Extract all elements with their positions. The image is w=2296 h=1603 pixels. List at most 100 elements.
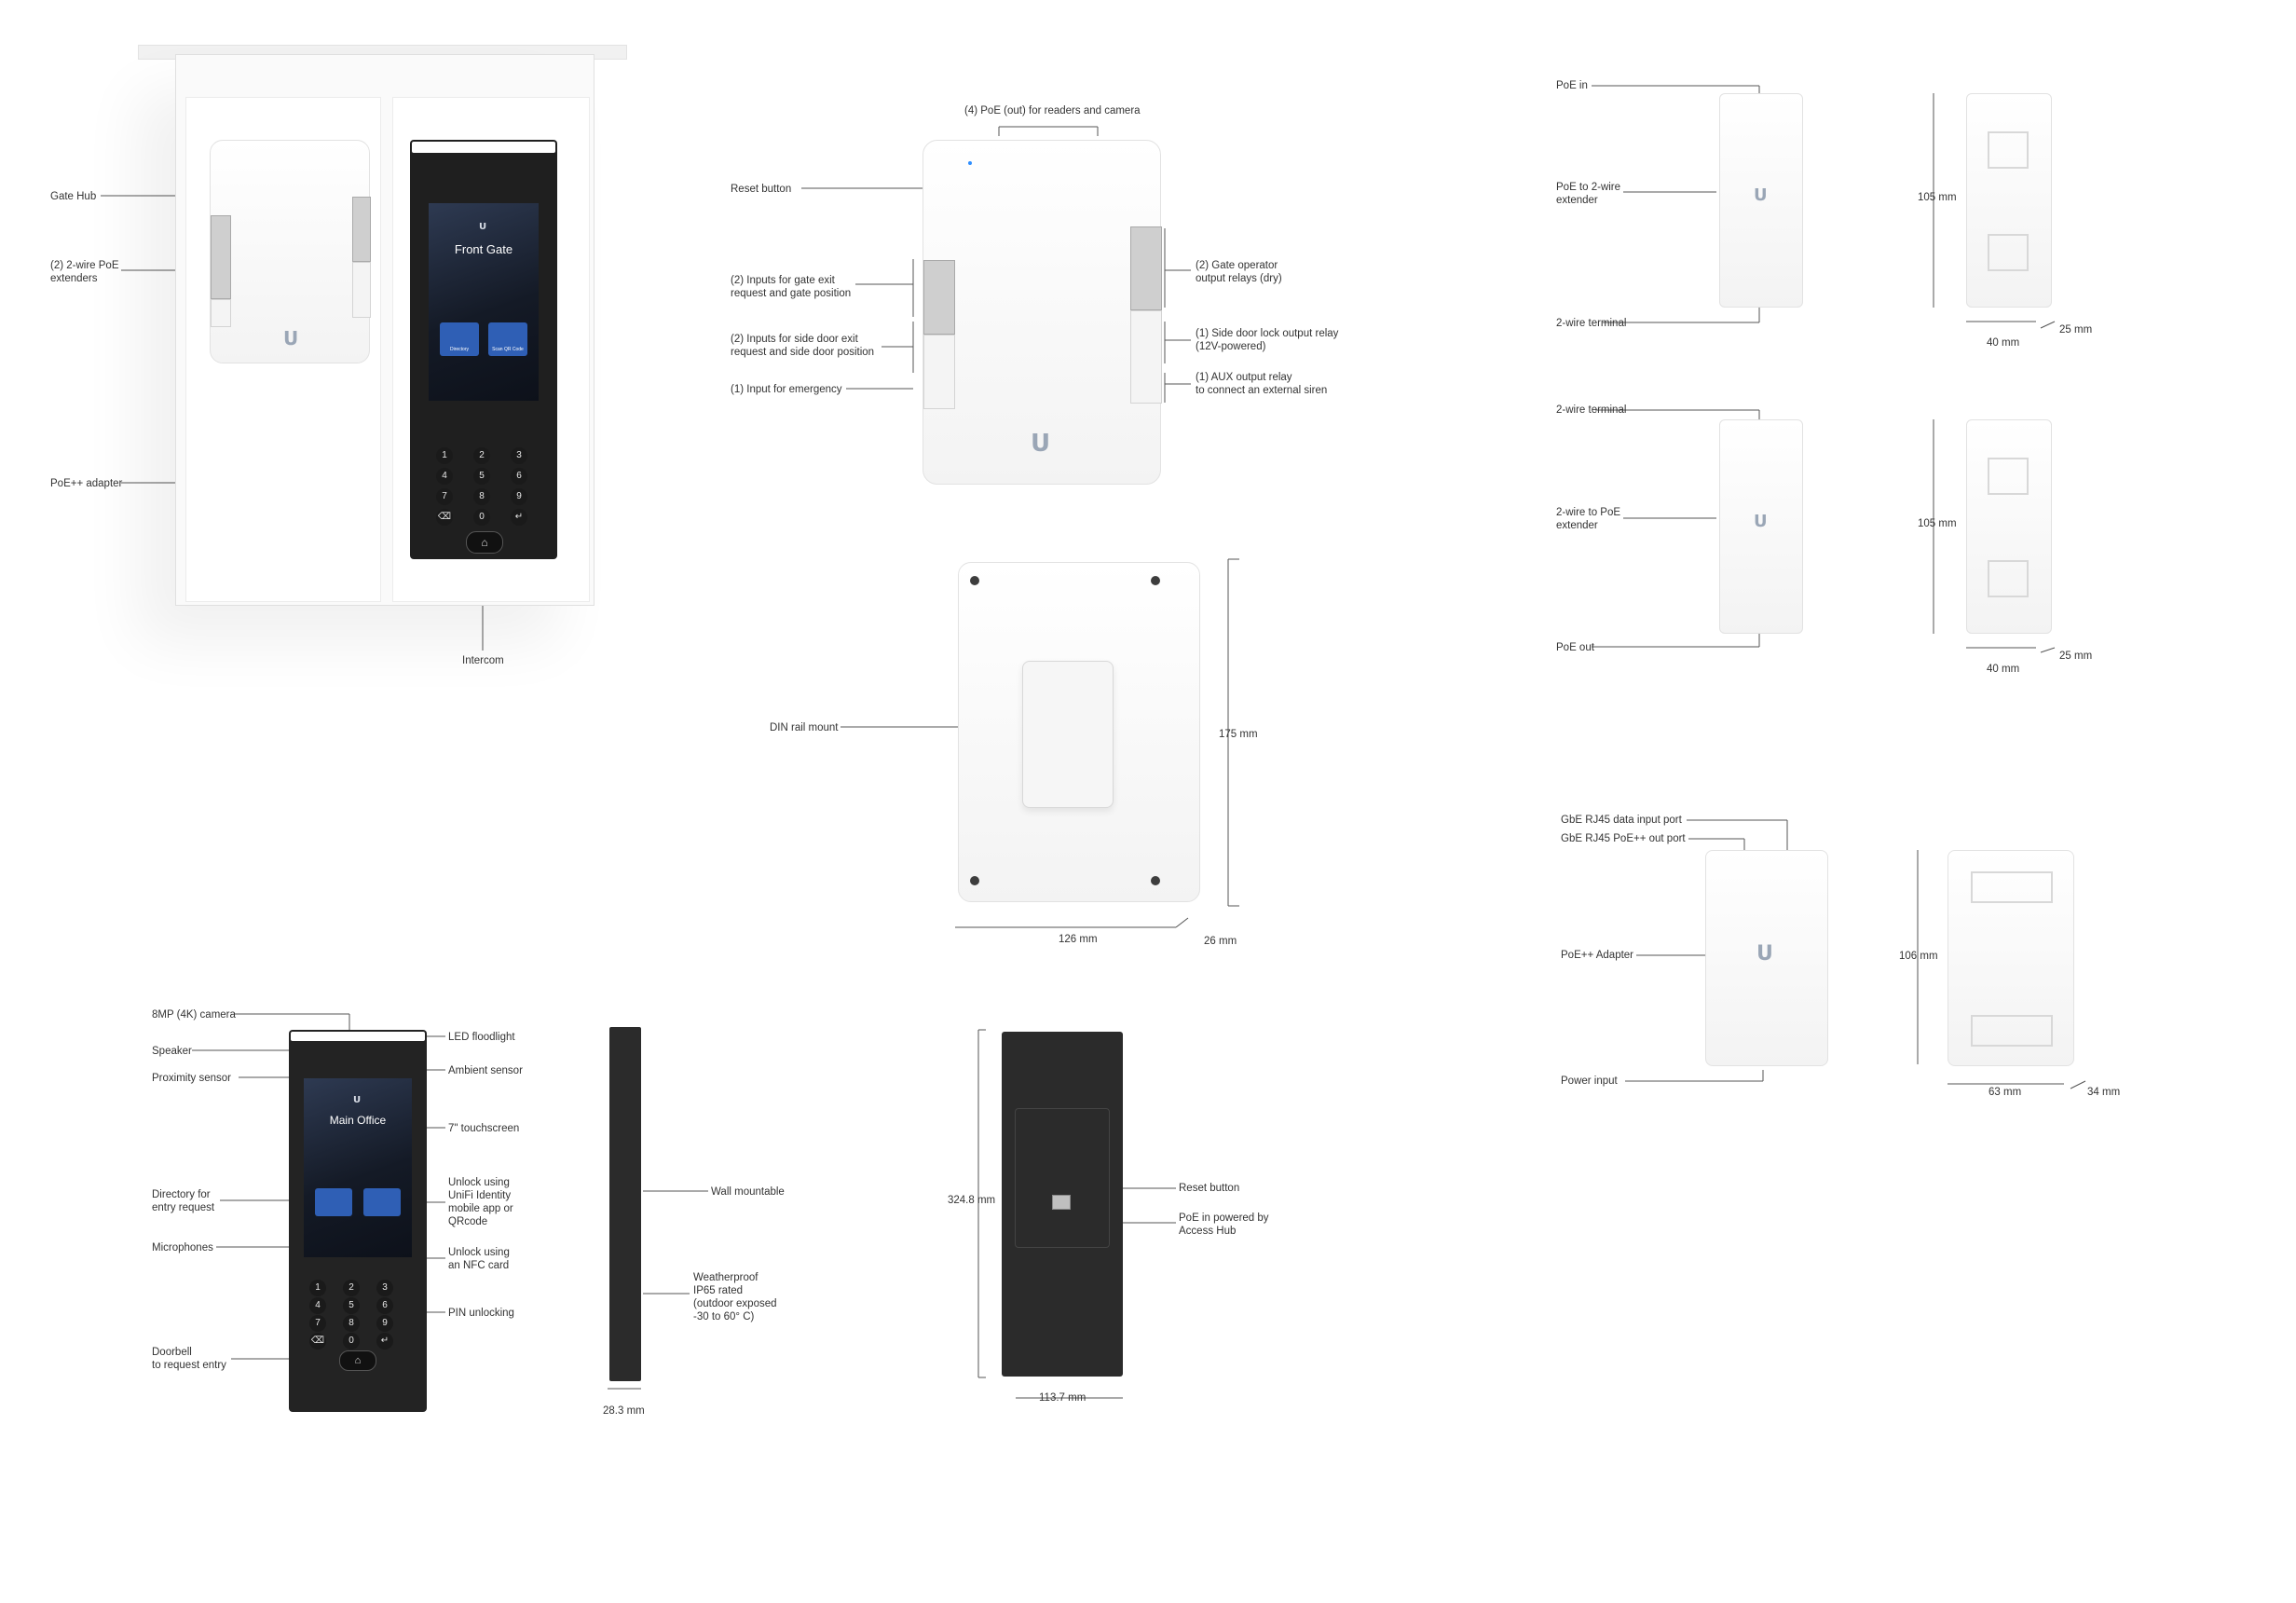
label-data-input-port: GbE RJ45 data input port [1561, 815, 1682, 826]
dim-adapter-depth: 34 mm [2087, 1087, 2121, 1098]
poe-adapter-front: U [1705, 850, 1828, 1066]
label-speaker: Speaker [152, 1046, 192, 1057]
keypad-key[interactable]: ⌫ [309, 1333, 326, 1350]
label-weatherproof: Weatherproof IP65 rated (outdoor exposed… [693, 1272, 777, 1322]
keypad-key[interactable]: ↵ [511, 509, 527, 526]
keypad-key[interactable]: ⌫ [436, 509, 453, 526]
poe-to-2wire-extender-front: U [1719, 93, 1803, 308]
dim-ext-out-width: 40 mm [1987, 664, 2020, 675]
ubiquiti-logo-icon: U [1031, 430, 1051, 458]
gate-hub-back [958, 562, 1200, 902]
label-emergency-input: (1) Input for emergency [731, 384, 842, 395]
label-unlock-nfc: Unlock using an NFC card [448, 1247, 510, 1271]
label-pin-unlocking: PIN unlocking [448, 1308, 514, 1319]
label-poe-adapter-name: PoE++ Adapter [1561, 950, 1634, 961]
label-poe-out: (4) PoE (out) for readers and camera [964, 105, 1141, 116]
keypad-key[interactable]: 4 [309, 1297, 326, 1314]
dim-adapter-width: 63 mm [1988, 1087, 2022, 1098]
keypad-key[interactable]: 3 [376, 1280, 393, 1296]
intercom-touchscreen[interactable]: U Main Office [304, 1078, 412, 1257]
label-touchscreen: 7" touchscreen [448, 1123, 520, 1134]
dim-adapter-height: 106 mm [1899, 951, 1938, 962]
label-led-floodlight: LED floodlight [448, 1032, 515, 1043]
label-reset-button: Reset button [731, 184, 792, 195]
poe-to-2wire-extender-back [1966, 93, 2052, 308]
dim-ext-out-height: 105 mm [1918, 518, 1957, 529]
dim-hub-height: 175 mm [1219, 729, 1258, 740]
label-power-input: Power input [1561, 1076, 1618, 1087]
label-directory: Directory for entry request [152, 1189, 215, 1213]
label-ambient-sensor: Ambient sensor [448, 1065, 523, 1076]
kit-keypad: 1 2 3 4 5 6 7 8 9 ⌫ 0 ↵ [436, 447, 539, 531]
label-reset-back: Reset button [1179, 1183, 1240, 1194]
2wire-to-poe-extender-front: U [1719, 419, 1803, 634]
keypad-key[interactable]: 6 [511, 468, 527, 485]
keypad-key[interactable]: 0 [343, 1333, 360, 1350]
dim-intercom-width: 113.7 mm [1039, 1392, 1086, 1404]
keypad-key[interactable]: ↵ [376, 1333, 393, 1350]
keypad-key[interactable]: 5 [473, 468, 490, 485]
intercom-screen-title: Main Office [329, 1114, 387, 1127]
ubiquiti-logo-icon: U [283, 327, 299, 349]
dim-ext-in-height: 105 mm [1918, 192, 1957, 203]
label-2wire-terminal-out: 2-wire terminal [1556, 404, 1627, 416]
label-side-door-inputs: (2) Inputs for side door exit request an… [731, 334, 875, 358]
dim-intercom-depth: 28.3 mm [603, 1405, 645, 1417]
dim-hub-width: 126 mm [1059, 934, 1098, 945]
label-microphones: Microphones [152, 1242, 213, 1254]
label-camera: 8MP (4K) camera [152, 1009, 236, 1021]
dim-hub-depth: 26 mm [1204, 936, 1237, 947]
label-doorbell: Doorbell to request entry [152, 1347, 226, 1371]
kit-gate-hub: U [210, 140, 371, 363]
keypad-key[interactable]: 8 [473, 488, 490, 505]
dim-ext-in-depth: 25 mm [2059, 324, 2093, 336]
keypad-key[interactable]: 2 [343, 1280, 360, 1296]
keypad-key[interactable]: 7 [436, 488, 453, 505]
label-poe-to-2wire: PoE to 2-wire extender [1556, 182, 1621, 206]
keypad-key[interactable]: 9 [511, 488, 527, 505]
kit-screen-title: Front Gate [454, 242, 513, 256]
kit-directory-tile[interactable]: Directory [440, 322, 479, 356]
kit-qr-tile[interactable]: Scan QR Code [488, 322, 527, 356]
label-proximity-sensor: Proximity sensor [152, 1073, 231, 1084]
dim-intercom-height: 324.8 mm [948, 1195, 996, 1206]
keypad-key[interactable]: 7 [309, 1315, 326, 1332]
2wire-to-poe-extender-back [1966, 419, 2052, 634]
label-gate-hub: Gate Hub [50, 191, 97, 202]
label-gate-relays: (2) Gate operator output relays (dry) [1196, 260, 1282, 284]
intercom-doorbell-button[interactable]: ⌂ [339, 1350, 376, 1371]
label-2wire-terminal-in: 2-wire terminal [1556, 318, 1627, 329]
keypad-key[interactable]: 1 [436, 447, 453, 464]
kit-intercom-screen: U Front Gate Directory Scan QR Code [429, 203, 539, 401]
label-aux-relay: (1) AUX output relay to connect an exter… [1196, 372, 1328, 396]
label-poe-out-ext: PoE out [1556, 642, 1594, 653]
keypad-key[interactable]: 4 [436, 468, 453, 485]
din-rail-mount [1022, 661, 1114, 808]
label-extenders: (2) 2-wire PoE extenders [50, 260, 119, 284]
keypad-key[interactable]: 1 [309, 1280, 326, 1296]
keypad-key[interactable]: 3 [511, 447, 527, 464]
label-poe-in: PoE in [1556, 80, 1588, 91]
label-unlock-app: Unlock using UniFi Identity mobile app o… [448, 1177, 513, 1227]
label-wall-mountable: Wall mountable [711, 1186, 785, 1198]
keypad-key[interactable]: 8 [343, 1315, 360, 1332]
keypad-key[interactable]: 5 [343, 1297, 360, 1314]
dim-ext-out-depth: 25 mm [2059, 651, 2093, 662]
label-din-rail: DIN rail mount [770, 722, 839, 733]
label-2wire-to-poe: 2-wire to PoE extender [1556, 507, 1621, 531]
gate-hub-front: U [922, 140, 1162, 485]
keypad-key[interactable]: 0 [473, 509, 490, 526]
label-side-door-relay: (1) Side door lock output relay (12V-pow… [1196, 328, 1339, 352]
keypad-key[interactable]: 6 [376, 1297, 393, 1314]
label-poe-powered: PoE in powered by Access Hub [1179, 1213, 1269, 1237]
ethernet-port-icon [1052, 1195, 1071, 1210]
keypad-key[interactable]: 2 [473, 447, 490, 464]
kit-doorbell-button[interactable]: ⌂ [466, 531, 503, 554]
label-poe-adapter: PoE++ adapter [50, 478, 123, 489]
label-poe-out-port: GbE RJ45 PoE++ out port [1561, 833, 1686, 844]
intercom-side [609, 1027, 641, 1381]
keypad-key[interactable]: 9 [376, 1315, 393, 1332]
label-gate-inputs: (2) Inputs for gate exit request and gat… [731, 275, 852, 299]
